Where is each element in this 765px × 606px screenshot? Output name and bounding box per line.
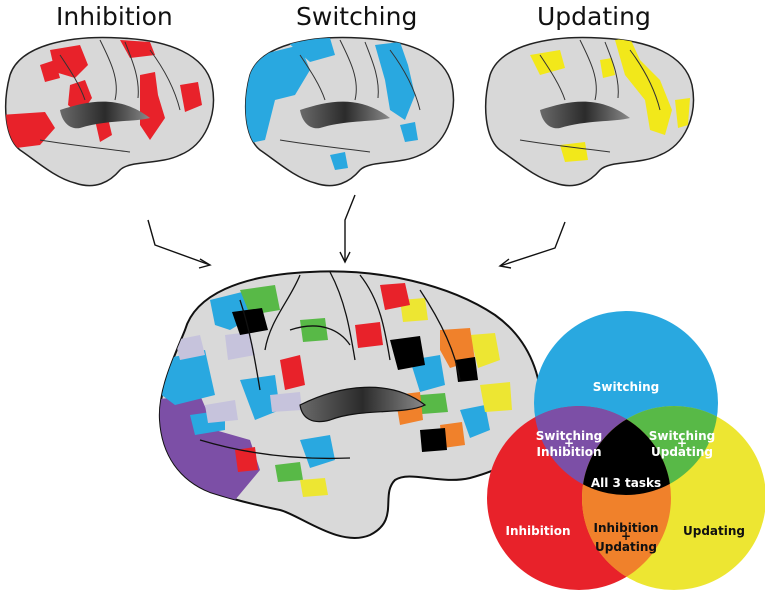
title-switching: Switching <box>296 2 418 31</box>
venn-label-inhibition-updating-top: Inhibition <box>593 521 658 535</box>
venn-label-switching-updating-top: Switching <box>649 429 715 443</box>
venn-label-switching: Switching <box>593 380 659 394</box>
venn-label-all3: All 3 tasks <box>591 476 661 490</box>
brain-updating <box>484 36 695 187</box>
venn-label-switching-inhibition-plus: + <box>564 436 574 450</box>
venn-label-switching-inhibition-top: Switching <box>536 429 602 443</box>
brain-switching <box>244 36 455 187</box>
venn-label-inhibition-updating-plus: + <box>621 529 631 543</box>
venn-label-switching-updating-bottom: Updating <box>651 445 713 459</box>
venn-label-inhibition: Inhibition <box>505 524 570 538</box>
brain-inhibition <box>4 36 215 187</box>
venn-label-switching-updating-plus: + <box>677 436 687 450</box>
venn-overlap-all3 <box>582 406 671 495</box>
venn-diagram: Switching Inhibition Switching + Inhibit… <box>487 311 765 590</box>
venn-label-inhibition-updating-bottom: Updating <box>595 540 657 554</box>
title-updating: Updating <box>537 2 651 31</box>
arrows <box>147 194 566 269</box>
venn-label-switching-inhibition-bottom: Inhibition <box>536 445 601 459</box>
title-inhibition: Inhibition <box>56 2 173 31</box>
venn-label-updating: Updating <box>683 524 745 538</box>
brain-combined <box>158 270 542 539</box>
